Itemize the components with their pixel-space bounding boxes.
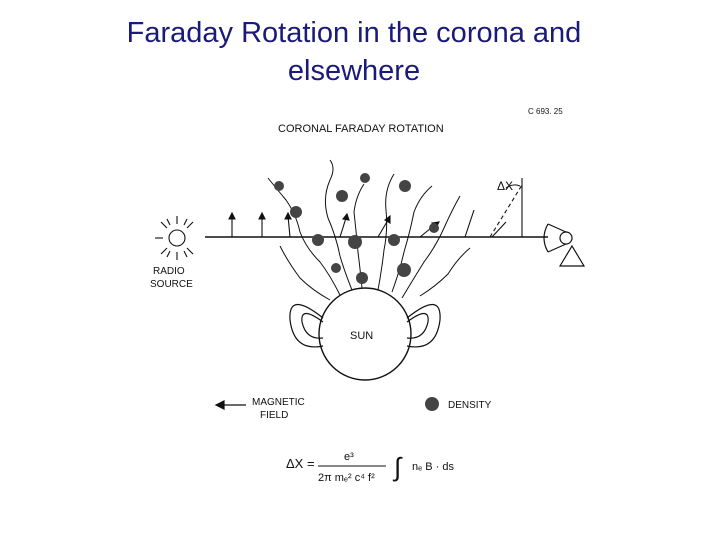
sun-label: SUN — [350, 330, 373, 342]
coronal-loops — [289, 303, 441, 348]
formula-denominator: 2π mₑ² c⁴ f² — [318, 472, 375, 484]
rotation-angle-indicator — [489, 178, 523, 238]
magnetic-field-legend-line-1: MAGNETIC — [252, 397, 305, 408]
slide-title-line-2: elsewhere — [287, 55, 421, 87]
formula-lhs: ΔX = — [286, 456, 315, 471]
formula-integrand: nₑ B · ds — [412, 461, 454, 473]
magnetic-field-legend-line-2: FIELD — [260, 410, 288, 421]
receiver-antenna-icon — [543, 223, 586, 267]
radio-source-label-line-1: RADIO — [153, 266, 185, 277]
density-blobs — [274, 173, 439, 284]
formula-integral: ∫ — [392, 452, 403, 482]
radio-source-icon — [155, 216, 194, 260]
slide-title-line-1: Faraday Rotation in the corona and — [126, 17, 582, 49]
radio-source-label-line-2: SOURCE — [150, 279, 193, 290]
formula-numerator: e³ — [344, 451, 354, 463]
density-legend-label: DENSITY — [448, 400, 492, 411]
polarization-vectors — [228, 209, 507, 238]
figure-heading: CORONAL FARADAY ROTATION — [278, 123, 444, 135]
delta-chi-label: ΔX — [497, 179, 513, 193]
slide-title: Faraday Rotation in the corona and elsew… — [0, 14, 708, 90]
magnetic-field-legend-arrow — [214, 400, 246, 410]
figure-reference-code: C 693. 25 — [528, 107, 563, 116]
sun-disk — [318, 287, 412, 381]
density-legend-icon — [425, 397, 439, 411]
